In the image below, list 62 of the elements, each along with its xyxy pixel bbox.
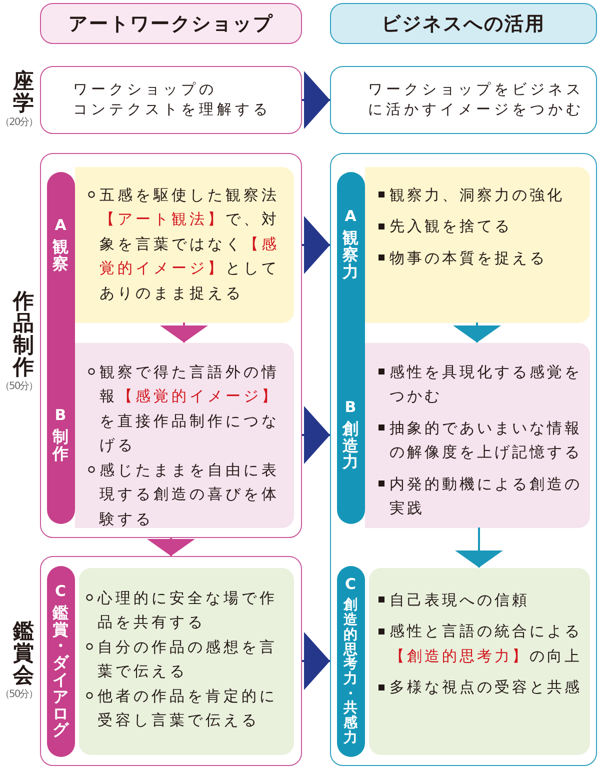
bullet-text: 抽象的であいまいな情報の解像度を上げ記憶する: [390, 418, 583, 463]
arrow: [302, 406, 330, 464]
column-header: [40, 3, 302, 44]
content-panel: [74, 166, 294, 322]
row-label: 鑑賞会: [12, 620, 35, 686]
section-letter: B: [54, 407, 66, 424]
section-title: 観察: [52, 238, 70, 272]
bullet-text: 観察で得た言語外の情報【感覚的イメージ】を直接作品制作につなげる: [100, 362, 280, 456]
bullet-text: 多様な視点の受容と共感: [390, 677, 582, 698]
section-tab: [336, 566, 364, 756]
arrow: [453, 322, 501, 342]
content-panel: [368, 568, 590, 754]
summary-card: [40, 66, 302, 134]
column-header: [330, 3, 597, 44]
section-frame: [40, 556, 302, 766]
section-title: 鑑賞・ダイアログ: [52, 604, 70, 740]
section-letter: A: [344, 208, 356, 226]
section-title: 創造力: [342, 420, 360, 472]
header-text: アートワークショップ: [68, 12, 274, 36]
arrow: [147, 538, 195, 556]
arrow: [160, 322, 208, 342]
bullet-text: 感じたままを自由に表現する創造の喜びを体験する: [100, 460, 280, 530]
section-letter: B: [344, 398, 356, 416]
summary-card: [330, 66, 597, 134]
section-title: 創造的思考力・共感力: [342, 598, 358, 746]
section-letter: C: [54, 582, 66, 600]
arrow: [302, 71, 330, 129]
arrow: [302, 632, 330, 690]
bullet-text: 自分の作品の感想を言葉で伝える: [98, 636, 278, 682]
duration-label: （50分）: [0, 689, 38, 701]
bullet-text: 先入観を捨てる: [390, 216, 512, 237]
content-panel: [364, 342, 590, 528]
bullet-text: 感性と言語の統合による【創造的思考力】の向上: [390, 621, 583, 666]
content-panel: [364, 166, 590, 322]
bullet-text: 物事の本質を捉える: [390, 248, 547, 268]
section-tab: [336, 172, 364, 524]
card-text: ワークショップをビジネスに活かすイメージをつかむ: [368, 80, 584, 120]
duration-label: （20分）: [0, 117, 38, 129]
duration-label: （50分）: [0, 381, 38, 393]
section-tab: [46, 566, 74, 756]
content-panel: [74, 342, 294, 528]
bullet-text: 感性を具現化する感覚をつかむ: [390, 362, 583, 407]
section-letter: C: [344, 576, 356, 594]
section-title: 制作: [52, 429, 70, 463]
header-text: ビジネスへの活用: [382, 12, 546, 36]
bullet-text: 五感を駆使した観察法【アート観法】で、対象を言葉ではなく【感覚的イメージ】としてありのまま捉える: [100, 184, 280, 304]
content-panel: [78, 568, 294, 754]
bullet-text: 自己表現への信頼: [390, 590, 530, 610]
card-text: ワークショップのコンテクストを理解する: [73, 80, 272, 120]
section-frame: [40, 153, 302, 538]
section-frame: [330, 153, 597, 766]
row-label: 作品制作: [12, 290, 35, 378]
section-letter: A: [54, 216, 66, 234]
bullet-text: 観察力、洞察力の強化: [390, 184, 564, 206]
section-tab: [46, 172, 74, 524]
arrow: [455, 528, 503, 568]
bullet-text: 他者の作品を肯定的に受容し言葉で伝える: [98, 686, 278, 731]
row-label: 座学: [12, 70, 35, 114]
bullet-text: 内発的動機による創造の実践: [390, 474, 583, 519]
section-title: 観察力: [342, 230, 360, 281]
arrow: [302, 216, 330, 274]
bullet-text: 心理的に安全な場で作品を共有する: [98, 588, 278, 633]
